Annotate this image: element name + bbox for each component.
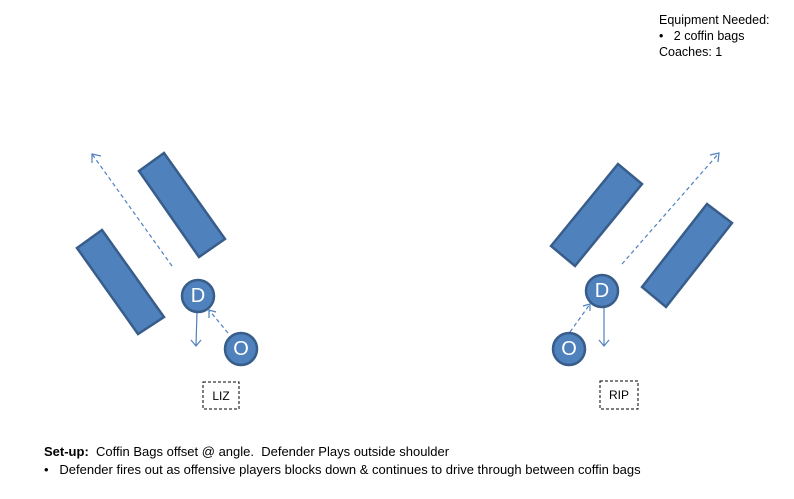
- drill-label: RIP: [609, 388, 629, 402]
- equipment-title: Equipment Needed:: [659, 13, 770, 27]
- setup-text: Coffin Bags offset @ angle. Defender Pla…: [88, 444, 450, 459]
- offense-label: O: [233, 338, 249, 360]
- equipment-item: • 2 coffin bags: [659, 29, 745, 43]
- setup-line: Set-up: Coffin Bags offset @ angle. Defe…: [44, 443, 641, 461]
- coffin-bag: [75, 228, 166, 336]
- offense-marker: [551, 331, 587, 367]
- rip-drill: D O RIP: [549, 152, 734, 410]
- setup-bullet: • Defender fires out as offensive player…: [44, 462, 641, 477]
- block-path-arrow: [208, 309, 229, 334]
- arrowhead-icon: [91, 153, 102, 163]
- defender-marker: [180, 278, 216, 314]
- coffin-bag: [549, 162, 644, 268]
- liz-drill: D O LIZ: [75, 151, 259, 410]
- drill-label-box: [599, 380, 639, 410]
- coffin-bag: [137, 151, 227, 259]
- arrowhead-icon: [582, 303, 591, 311]
- arrowhead-icon: [598, 339, 610, 347]
- equipment-item-text: 2 coffin bags: [673, 29, 745, 43]
- defender-path-arrow: [621, 152, 720, 265]
- offense-marker: [223, 331, 259, 367]
- drill-label-box: [202, 381, 240, 410]
- offense-label: O: [561, 338, 577, 360]
- block-path-arrow: [569, 303, 591, 333]
- equipment-notes: Equipment Needed: • 2 coffin bags Coache…: [659, 12, 770, 60]
- setup-heading: Set-up:: [44, 444, 89, 459]
- coffin-bag: [640, 202, 734, 309]
- defender-marker: [584, 273, 620, 309]
- defender-label: D: [191, 285, 205, 307]
- defender-label: D: [595, 280, 609, 302]
- arrowhead-icon: [208, 309, 217, 318]
- arrowhead-icon: [709, 152, 720, 163]
- coaches-count: Coaches: 1: [659, 45, 723, 59]
- drill-label: LIZ: [212, 389, 229, 403]
- setup-notes: Set-up: Coffin Bags offset @ angle. Defe…: [44, 443, 641, 479]
- defender-step-arrow: [195, 310, 198, 347]
- defender-path-arrow: [91, 153, 173, 267]
- setup-bullet-text: Defender fires out as offensive players …: [59, 462, 641, 477]
- arrowhead-icon: [190, 339, 202, 347]
